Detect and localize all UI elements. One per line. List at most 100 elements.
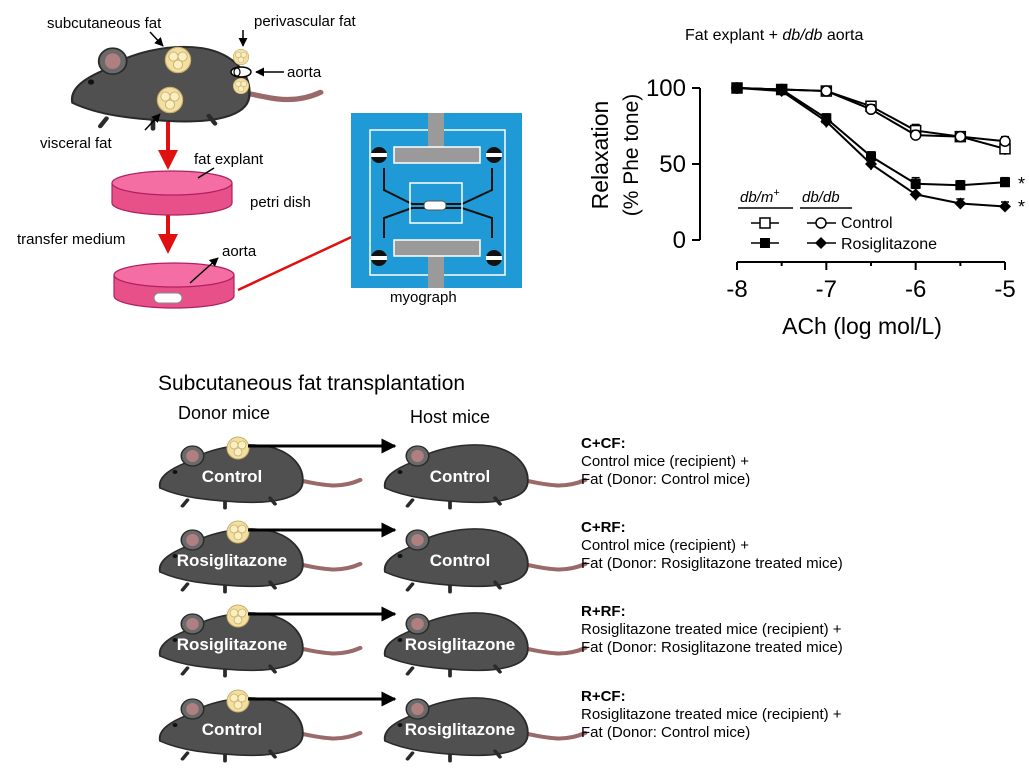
row-code-3: R+RF:	[581, 603, 626, 620]
donor-fat-blob	[226, 436, 250, 460]
x-tick-label: -7	[816, 276, 837, 303]
x-tick-label: -8	[726, 276, 747, 303]
subcutaneous-fat-blob	[164, 46, 192, 74]
transplant-row: Control Rosiglitazone	[160, 689, 585, 761]
explant-pointer	[197, 167, 215, 179]
subcutaneous-pointer	[149, 31, 164, 47]
donor-label: Control	[202, 720, 262, 739]
y-tick-label: 0	[673, 227, 686, 254]
data-point	[955, 180, 966, 191]
host-label: Rosiglitazone	[405, 720, 516, 739]
label-aorta-top: aorta	[287, 64, 322, 81]
myograph-icon	[351, 113, 522, 288]
y-tick-label: 50	[659, 151, 686, 178]
visceral-pointer	[144, 113, 161, 131]
data-point	[820, 85, 833, 97]
chart-title-part3: aorta	[822, 27, 863, 44]
transplant-title: Subcutaneous fat transplantation	[158, 372, 466, 395]
label-myograph: myograph	[390, 289, 457, 306]
aorta-dish-pointer	[189, 257, 219, 284]
row-line1-2: Control mice (recipient) +	[581, 537, 749, 554]
legend-dbm-sup: +	[773, 187, 779, 199]
donor-fat-blob	[226, 520, 250, 544]
label-aorta-dish: aorta	[222, 243, 257, 260]
data-point	[865, 158, 877, 170]
row-line1-1: Control mice (recipient) +	[581, 453, 749, 470]
row-desc-1: C+CF: Control mice (recipient) + Fat (Do…	[581, 435, 750, 489]
series-filled-diamond	[731, 82, 1011, 213]
legend-marker-dbdb-rosi	[807, 237, 836, 249]
chart-title-part1: Fat explant +	[685, 27, 782, 44]
data-point	[731, 82, 743, 94]
row-line2-4: Fat (Donor: Control mice)	[581, 724, 751, 741]
row-desc-3: R+RF: Rosiglitazone treated mice (recipi…	[581, 603, 843, 657]
row-line1-4: Rosiglitazone treated mice (recipient) +	[581, 706, 842, 723]
row-line2-3: Fat (Donor: Rosiglitazone treated mice)	[581, 639, 843, 656]
legend-marker-dbm-control	[751, 217, 779, 229]
label-subcutaneous-fat: subcutaneous fat	[47, 15, 162, 32]
data-point	[775, 85, 788, 98]
significance-mark-1: *	[1018, 174, 1025, 194]
host-header: Host mice	[410, 407, 491, 427]
label-petri-dish: petri dish	[250, 194, 311, 211]
legend-label-control: Control	[841, 215, 893, 232]
data-point	[866, 151, 876, 162]
transplant-row: Rosiglitazone Control	[160, 520, 585, 592]
perivascular-fat-icon	[230, 48, 252, 95]
host-label: Rosiglitazone	[405, 635, 516, 654]
chart-axes: 0 50 100 -8 -7 -6 -5	[646, 75, 1016, 303]
donor-label: Rosiglitazone	[177, 551, 288, 570]
host-label: Control	[430, 467, 490, 486]
label-fat-explant: fat explant	[194, 151, 264, 168]
row-line1-3: Rosiglitazone treated mice (recipient) +	[581, 621, 842, 638]
donor-label: Control	[202, 467, 262, 486]
donor-header: Donor mice	[178, 403, 271, 423]
visceral-fat-blob	[156, 86, 184, 114]
data-point	[999, 135, 1011, 147]
data-point	[865, 103, 877, 116]
label-perivascular-fat: perivascular fat	[254, 13, 357, 30]
row-line2-2: Fat (Donor: Rosiglitazone treated mice)	[581, 555, 843, 572]
row-code-2: C+RF:	[581, 519, 626, 536]
legend-dbm-text: db/m	[740, 189, 773, 206]
legend-group-dbm: db/m+	[740, 187, 780, 206]
row-code-4: R+CF:	[581, 688, 626, 705]
y-tick-label: 100	[646, 75, 686, 102]
donor-label: Rosiglitazone	[177, 635, 288, 654]
x-axis-label: ACh (log mol/L)	[782, 313, 942, 339]
row-desc-2: C+RF: Control mice (recipient) + Fat (Do…	[581, 519, 843, 573]
data-point	[954, 197, 967, 210]
setup-mouse	[72, 47, 320, 129]
series-open-square	[731, 82, 1011, 155]
label-visceral-fat: visceral fat	[40, 135, 113, 152]
host-label: Control	[430, 551, 490, 570]
row-desc-4: R+CF: Rosiglitazone treated mice (recipi…	[581, 688, 842, 742]
data-point	[954, 130, 967, 143]
chart-title: Fat explant + db/db aorta	[685, 27, 863, 44]
data-point	[999, 200, 1011, 213]
legend-group-dbdb: db/db	[802, 189, 840, 206]
petri-dish-aorta	[113, 262, 235, 309]
relaxation-chart: Fat explant + db/db aorta Relaxation (% …	[587, 27, 1025, 339]
transplant-row: Rosiglitazone Rosiglitazone	[160, 604, 585, 676]
transplant-row: Control Control	[160, 436, 585, 508]
donor-fat-blob	[226, 604, 250, 628]
row-line2-1: Fat (Donor: Control mice)	[581, 471, 751, 488]
x-tick-label: -5	[994, 276, 1015, 303]
petri-dish-explant	[111, 170, 233, 216]
significance-mark-2: *	[1018, 197, 1025, 217]
x-tick-label: -6	[905, 276, 926, 303]
chart-title-part2: db/db	[782, 27, 822, 44]
data-point	[1000, 177, 1010, 188]
legend-label-rosiglitazone: Rosiglitazone	[841, 236, 937, 253]
legend-marker-dbdb-control	[807, 217, 836, 229]
donor-fat-blob	[226, 689, 250, 713]
data-point	[909, 188, 922, 201]
data-point	[909, 129, 922, 141]
y-axis-label-1: Relaxation	[587, 101, 613, 210]
data-point	[910, 178, 921, 189]
row-code-1: C+CF:	[581, 435, 626, 452]
label-transfer-medium: transfer medium	[17, 231, 125, 248]
